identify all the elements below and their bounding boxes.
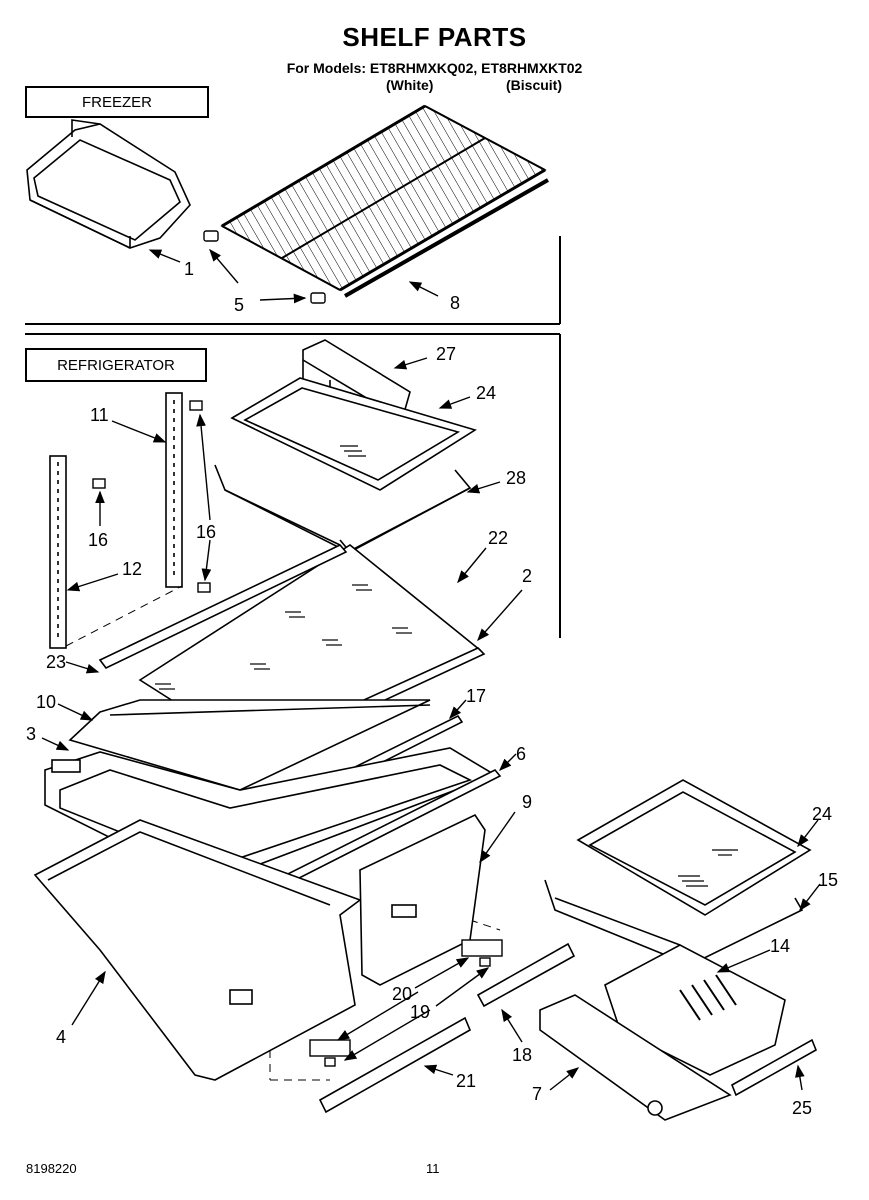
callout-4: 4 [56, 1027, 66, 1047]
callout-14: 14 [770, 936, 790, 956]
callout-20: 20 [392, 984, 412, 1004]
part-23-trim [98, 544, 348, 670]
refrigerator-section-label: REFRIGERATOR [25, 348, 207, 382]
part-11-rail [165, 392, 183, 588]
freezer-frame [25, 236, 561, 325]
part-25-trim [730, 1038, 818, 1097]
callout-11: 11 [90, 405, 109, 425]
callout-16-right: 16 [196, 522, 216, 542]
color-biscuit-label: (Biscuit) [506, 77, 562, 93]
callout-2: 2 [522, 566, 532, 586]
part-4-crisper-pan [33, 819, 362, 1081]
callout-10: 10 [36, 692, 56, 712]
callout-24-upper: 24 [476, 383, 496, 403]
refrigerator-frame [25, 333, 561, 638]
callout-6: 6 [516, 744, 526, 764]
callout-19: 19 [410, 1002, 430, 1022]
callout-3: 3 [26, 724, 36, 744]
callout-18: 18 [512, 1045, 532, 1065]
callout-5: 5 [234, 295, 244, 315]
part-24-lower-shelf [576, 779, 812, 916]
callout-9: 9 [522, 792, 532, 812]
callout-labels: 1 5 8 27 24 28 11 16 16 12 22 2 23 10 17… [26, 259, 838, 1118]
models-line: For Models: ET8RHMXKQ02, ET8RHMXKT02 [286, 60, 583, 76]
part-24-upper-shelf [230, 377, 477, 491]
callout-23: 23 [46, 652, 66, 672]
color-white-label: (White) [386, 77, 434, 93]
part-21-trim [318, 1016, 472, 1114]
callout-15: 15 [818, 870, 838, 890]
callout-25: 25 [792, 1098, 812, 1118]
callout-12: 12 [122, 559, 142, 579]
part-28-shelf-frame [214, 464, 472, 554]
callout-28: 28 [506, 468, 526, 488]
callout-24-lower: 24 [812, 804, 832, 824]
part-16-screw [92, 400, 211, 593]
part-18-trim [476, 942, 576, 1008]
callout-1: 1 [184, 259, 194, 279]
part-7-tray [539, 994, 732, 1121]
doc-number: 8198220 [26, 1161, 77, 1176]
callout-17: 17 [466, 686, 486, 706]
part-12-rail [49, 455, 67, 649]
part-1-freezer-bin [26, 119, 191, 249]
callout-16-left: 16 [88, 530, 108, 550]
part-8-wire-shelf [220, 104, 549, 298]
part-5-shelf-support [203, 230, 326, 304]
callout-27: 27 [436, 344, 456, 364]
part-20-19-clips [309, 939, 503, 1067]
callout-leaders [41, 248, 821, 1091]
page-number: 11 [426, 1161, 440, 1176]
page-title: SHELF PARTS [342, 22, 527, 52]
callout-21: 21 [456, 1071, 476, 1091]
callout-22: 22 [488, 528, 508, 548]
freezer-section-label: FREEZER [25, 86, 209, 118]
callout-8: 8 [450, 293, 460, 313]
callout-7: 7 [532, 1084, 542, 1104]
part-10-glass [68, 699, 431, 791]
